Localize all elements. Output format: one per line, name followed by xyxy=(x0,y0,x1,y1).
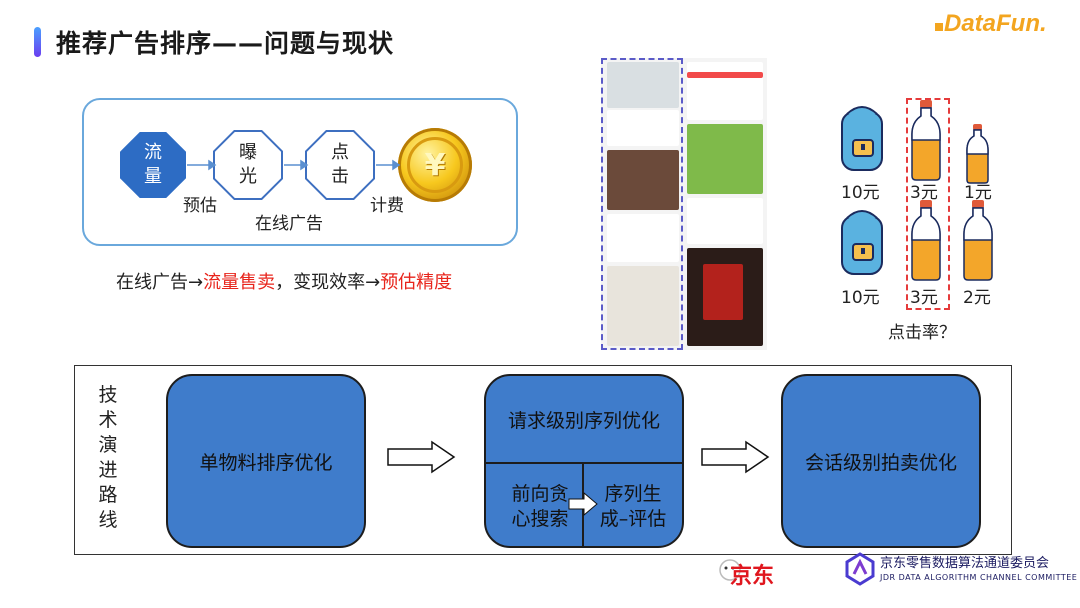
committee-name: 京东零售数据算法通道委员会 xyxy=(880,556,1050,571)
product-card xyxy=(687,198,763,244)
label-online-ad: 在线广告 xyxy=(255,214,323,234)
single-item-ranking-box: 单物料排序优化 xyxy=(166,374,366,548)
jd-mascot-icon xyxy=(719,559,741,581)
bottle-small-icon xyxy=(966,123,989,184)
app-screenshot xyxy=(601,58,767,350)
promo-banner xyxy=(687,72,763,78)
logo-text: DataFun. xyxy=(944,10,1047,37)
committee-name-en: JDR DATA ALGORITHM CHANNEL COMMITTEE xyxy=(880,573,1078,582)
price-label: 2元 xyxy=(963,288,991,308)
generate-evaluate-label: 序列生成–评估 xyxy=(599,483,667,530)
divider xyxy=(486,462,682,464)
title-accent-bar xyxy=(34,27,41,57)
arrow-right-icon xyxy=(387,440,456,474)
backpack-icon xyxy=(841,106,883,171)
datafun-logo: DataFun. xyxy=(935,10,1047,38)
highlight-box xyxy=(906,98,950,310)
exposure-node: 曝光 xyxy=(215,132,281,198)
label-estimate: 预估 xyxy=(183,196,217,216)
flow-diagram-box xyxy=(82,98,518,246)
summary-part2: 流量售卖 xyxy=(203,272,276,293)
label-billing: 计费 xyxy=(370,196,404,216)
session-auction-box: 会话级别拍卖优化 xyxy=(781,374,981,548)
greedy-search-label: 前向贪心搜索 xyxy=(511,483,569,530)
arrow-right-icon xyxy=(701,440,770,474)
product-image xyxy=(607,266,679,346)
price-label: 10元 xyxy=(841,183,880,203)
price-label: 3元 xyxy=(910,288,938,308)
small-arrow-icon xyxy=(568,492,598,516)
box1-label: 单物料排序优化 xyxy=(199,451,333,474)
jd-logo: 京东 xyxy=(730,564,775,589)
box2-title: 请求级别序列优化 xyxy=(507,409,660,432)
summary-line: 在线广告→流量售卖，变现效率→预估精度 xyxy=(116,268,452,294)
price-label: 1元 xyxy=(964,183,992,203)
box3-label: 会话级别拍卖优化 xyxy=(804,451,957,474)
product-card xyxy=(607,110,679,146)
product-image xyxy=(607,62,679,108)
click-node: 点击 xyxy=(307,132,373,198)
summary-part1: 在线广告→ xyxy=(116,272,204,293)
roadmap-vertical-label: 技术演进路线 xyxy=(98,384,118,531)
product-image xyxy=(687,124,763,194)
summary-part4: 预估精度 xyxy=(380,272,453,293)
product-package xyxy=(703,264,743,320)
page-title: 推荐广告排序——问题与现状 xyxy=(56,29,395,58)
summary-part3: ，变现效率→ xyxy=(275,272,381,293)
ctr-question: 点击率？ xyxy=(888,323,956,343)
request-level-box: 请求级别序列优化 前向贪心搜索 序列生成–评估 xyxy=(484,374,684,548)
selected-column-border xyxy=(601,58,683,350)
coin-icon: ¥ xyxy=(398,128,472,202)
product-card xyxy=(607,214,679,262)
product-card xyxy=(687,62,763,120)
bottle-icon xyxy=(963,199,993,281)
backpack-icon xyxy=(841,210,883,275)
roadmap-frame xyxy=(74,365,1012,555)
traffic-node: 流量 xyxy=(120,132,186,198)
product-image xyxy=(607,150,679,210)
price-label: 10元 xyxy=(841,288,880,308)
committee-logo-icon xyxy=(845,552,875,586)
price-label: 3元 xyxy=(910,183,938,203)
